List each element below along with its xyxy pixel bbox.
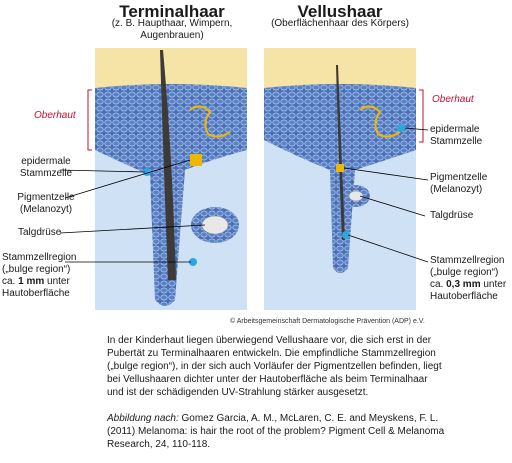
bulge-stem-cell-right — [342, 231, 350, 239]
leader-talg-left — [59, 224, 206, 234]
melanocyte-dendrites-left — [189, 105, 231, 138]
caption: In der Kinderhaut liegen überwiegend Vel… — [107, 335, 442, 398]
melanocyte-dendrites-right — [359, 105, 401, 138]
hair-left — [160, 50, 176, 280]
sky-left — [95, 48, 247, 88]
pigment-cell-right — [336, 164, 344, 172]
left-pigment-label: Pigmentzelle (Melanozyt) — [17, 192, 75, 215]
vellus-hair-panel — [264, 48, 429, 310]
leader-stammzelle-right — [404, 127, 429, 131]
bulge-stem-cell-left — [189, 258, 197, 266]
right-stammzelle-label: epidermale Stammzelle — [430, 124, 483, 147]
right-subtitle: (Oberflächenhaar des Körpers) — [271, 18, 409, 29]
citation-text: Gomez Garcia, A. M., McLaren, C. E. and … — [107, 413, 445, 450]
left-distance-value: 1 mm — [18, 276, 45, 287]
right-bulge-label: Stammzellregion („bulge region“) ca. 0,3… — [430, 255, 510, 303]
citation: Abbildung nach: Gomez Garcia, A. M., McL… — [107, 412, 447, 451]
left-oberhaut-label: Oberhaut — [34, 110, 76, 121]
citation-prefix: Abbildung nach: — [107, 413, 179, 424]
left-title: Terminalhaar — [119, 2, 225, 21]
gland-core-right — [348, 190, 364, 202]
oberhaut-bracket-left — [87, 89, 92, 151]
right-title: Vellushaar — [297, 2, 383, 21]
left-subtitle: (z. B. Haupthaar, Wimpern, Augenbrauen) — [111, 18, 233, 41]
left-stammzelle-label: epidermale Stammzelle — [19, 156, 73, 179]
pigment-cell-left — [190, 154, 202, 166]
left-talg-label: Talgdrüse — [18, 227, 62, 238]
right-pigment-label: Pigmentzelle (Melanozyt) — [430, 172, 488, 195]
right-bulge-region: Stammzellregion („bulge region“) — [430, 255, 505, 278]
right-talg-label: Talgdrüse — [430, 210, 474, 221]
right-distance-value: 0,3 mm — [446, 279, 481, 290]
leader-stammzelle-left — [59, 169, 146, 173]
left-distance-post: unter Hautoberfläche — [2, 276, 70, 299]
leader-pigment-left — [64, 159, 191, 199]
left-distance-pre: ca. — [2, 276, 16, 287]
stem-cell-right — [397, 124, 405, 132]
right-distance-post: unter Hautoberfläche — [430, 279, 507, 302]
left-bulge-label: Stammzellregion („bulge region“) ca. 1 m… — [2, 252, 84, 300]
leader-pigment-right — [343, 167, 429, 181]
right-oberhaut-label: Oberhaut — [432, 94, 474, 105]
oberhaut-bracket-right — [419, 89, 424, 143]
left-bulge-region: Stammzellregion („bulge region“) — [2, 252, 77, 275]
right-distance-pre: ca. — [430, 279, 444, 290]
hair-right — [336, 65, 345, 240]
sky-right — [264, 48, 416, 88]
gland-core-left — [201, 215, 229, 235]
leader-bulge-right — [347, 234, 429, 263]
copyright: © Arbeitsgemeinschaft Dermatologische Pr… — [230, 318, 425, 325]
terminal-hair-panel — [59, 48, 247, 310]
leader-talg-right — [359, 195, 426, 217]
